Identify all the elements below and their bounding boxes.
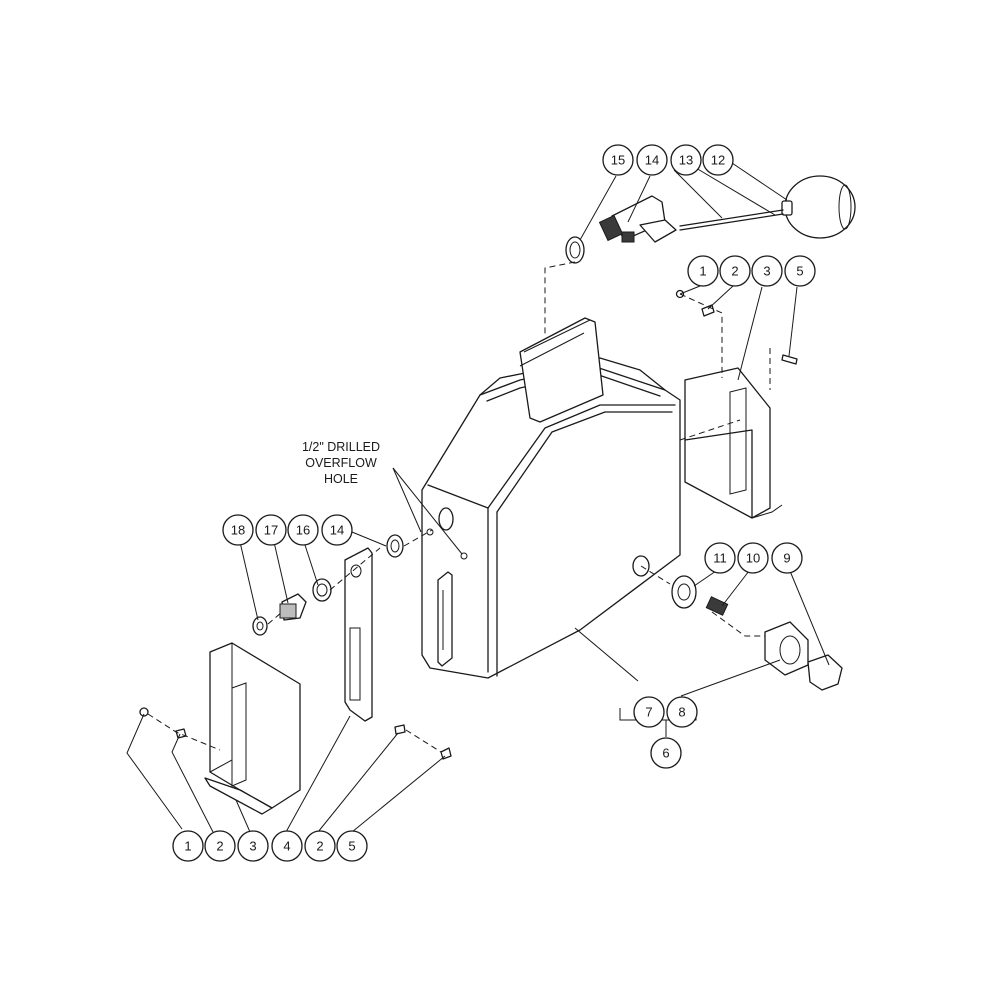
- svg-text:1: 1: [699, 264, 706, 279]
- float-valve-assembly: [565, 175, 856, 264]
- balloon-14-top: 14: [636, 144, 668, 176]
- balloon-7: 7: [633, 696, 665, 728]
- balloon-14-left: 14: [321, 514, 353, 546]
- svg-text:3: 3: [249, 839, 256, 854]
- balloon-17: 17: [255, 514, 287, 546]
- balloon-12: 12: [702, 144, 734, 176]
- balloon-2-right: 2: [719, 255, 751, 287]
- svg-text:14: 14: [645, 153, 659, 168]
- balloon-16: 16: [287, 514, 319, 546]
- note-line-2: OVERFLOW: [305, 456, 377, 470]
- balloon-18: 18: [222, 514, 254, 546]
- balloon-2-bottom-b: 2: [304, 830, 336, 862]
- svg-text:8: 8: [678, 705, 685, 720]
- svg-text:2: 2: [216, 839, 223, 854]
- balloon-8: 8: [666, 696, 698, 728]
- svg-text:5: 5: [796, 264, 803, 279]
- svg-text:2: 2: [731, 264, 738, 279]
- balloon-5-bottom: 5: [336, 830, 368, 862]
- balloon-11: 11: [704, 542, 736, 574]
- svg-text:14: 14: [330, 523, 344, 538]
- note-line-3: HOLE: [324, 472, 358, 486]
- balloon-3-bottom: 3: [237, 830, 269, 862]
- svg-text:11: 11: [713, 551, 727, 566]
- left-lower-bracket: [139, 642, 452, 815]
- lid-flap: [519, 317, 604, 423]
- svg-text:4: 4: [283, 839, 290, 854]
- drain-fittings: [671, 575, 843, 691]
- balloon-10: 10: [737, 542, 769, 574]
- balloon-13: 13: [670, 144, 702, 176]
- svg-text:15: 15: [611, 153, 625, 168]
- tank-body: [421, 357, 681, 679]
- assembly-lines: [147, 261, 771, 753]
- overflow-fittings: [252, 534, 404, 636]
- svg-text:12: 12: [711, 153, 725, 168]
- svg-text:9: 9: [783, 551, 790, 566]
- svg-text:17: 17: [264, 523, 278, 538]
- svg-text:10: 10: [746, 551, 760, 566]
- svg-text:5: 5: [348, 839, 355, 854]
- left-mounting-bracket: [344, 547, 373, 722]
- balloon-3-right: 3: [751, 255, 783, 287]
- balloon-5-right: 5: [784, 255, 816, 287]
- svg-text:16: 16: [296, 523, 310, 538]
- svg-text:1: 1: [184, 839, 191, 854]
- balloon-9: 9: [771, 542, 803, 574]
- svg-text:6: 6: [662, 746, 669, 761]
- callout-balloons: 15 14 13 12 1 2 3 5 18 17 16 14 11 10 9 …: [172, 144, 816, 862]
- balloon-1-right: 1: [687, 255, 719, 287]
- svg-text:7: 7: [645, 705, 652, 720]
- svg-text:13: 13: [679, 153, 693, 168]
- svg-text:3: 3: [763, 264, 770, 279]
- overflow-hole-note: 1/2" DRILLED OVERFLOW HOLE: [302, 440, 380, 486]
- svg-text:18: 18: [231, 523, 245, 538]
- note-line-1: 1/2" DRILLED: [302, 440, 380, 454]
- balloon-15: 15: [602, 144, 634, 176]
- right-bracket: [675, 289, 798, 519]
- balloon-1-bottom: 1: [172, 830, 204, 862]
- svg-text:2: 2: [316, 839, 323, 854]
- balloon-4: 4: [271, 830, 303, 862]
- balloon-6: 6: [650, 737, 682, 769]
- balloon-2-bottom-a: 2: [204, 830, 236, 862]
- leader-lines: [126, 162, 830, 833]
